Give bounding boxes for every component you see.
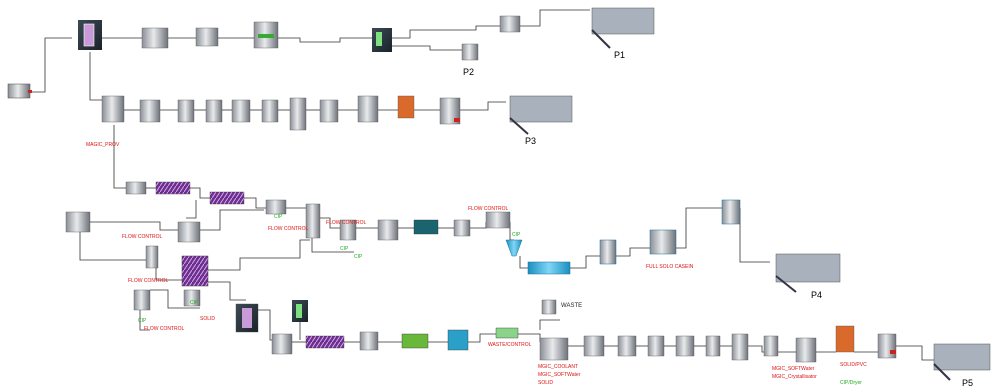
left-cluster-units[interactable] [65,211,308,333]
cyclone-node[interactable] [505,239,523,257]
heat-exchanger-node-1[interactable] [125,181,191,195]
flow-control-label-3: FLOW CONTROL [144,326,185,332]
silo-node[interactable] [599,199,741,265]
cip-label-5: CIP [138,318,147,324]
tank-node-t1[interactable] [141,27,169,49]
bottom-row-units[interactable] [271,299,897,363]
solid-pvc-label: SOLID/PVC [840,362,867,368]
full-solo-casein-label: FULL SOLO CASEIN [646,264,694,270]
cip-label-1: CIP [274,214,283,220]
mgic-crystallisator-label: MGIC_Crystallisator [772,374,817,380]
separator-node-top[interactable] [78,20,102,50]
solid-label-2: SOLID [538,380,554,386]
plant-p4-packaging[interactable] [775,253,841,293]
plant-p1-packaging[interactable] [591,7,655,49]
plant-label-p3: P3 [525,136,537,146]
solid-label-1: SOLID [200,316,216,322]
separator-node-mid[interactable] [372,28,392,52]
tank-node-t2[interactable] [195,27,219,47]
waste-control-label: WASTE/CONTROL [488,342,532,348]
magic-prov-label: MAGIC_PROV [86,142,120,148]
plant-label-p2: P2 [463,67,475,77]
plant-label-p4: P4 [811,290,823,300]
separator-node-band3[interactable] [265,199,287,215]
plant-label-p1: P1 [614,50,626,60]
flow-control-label-1: FLOW CONTROL [122,234,163,240]
row2-units[interactable] [139,95,461,131]
band3-units[interactable] [305,203,511,241]
cip-label-4: CIP [512,232,521,238]
cip-label-3: CIP [354,254,363,260]
tank-node-p2[interactable] [461,43,479,61]
flow-control-label-5: FLOW CONTROL [326,220,367,226]
mgc-coolant-label: MGIC_COOLANT [538,364,579,370]
waste-label: WASTE [561,303,583,309]
mgc-softwater-label-2: MGIC_SOFTWater [772,366,815,372]
cip-label-2: CIP [340,246,349,252]
cip-label-6: CIP [190,300,199,306]
heat-exchanger-node-2[interactable] [209,191,245,205]
plant-p5-packaging[interactable] [933,343,991,381]
plant-label-p5: P5 [962,378,974,388]
mgc-softwater-label: MGIC_SOFTWater [538,372,581,378]
flow-control-label-2: FLOW CONTROL [128,278,169,284]
tank-node-p1-feed[interactable] [499,15,521,33]
flow-control-label-6: FLOW CONTROL [468,206,509,212]
cip-dryer-label: CIP/Dryer [840,380,862,386]
crystallizer-node-a[interactable] [101,95,125,123]
evaporator-node-top[interactable] [253,21,279,49]
dryer-node-cyan[interactable] [527,261,571,275]
plant-p3-packaging[interactable] [509,95,573,135]
feed-tank-node[interactable] [7,83,32,99]
flow-control-label-4: FLOW CONTROL [268,226,309,232]
